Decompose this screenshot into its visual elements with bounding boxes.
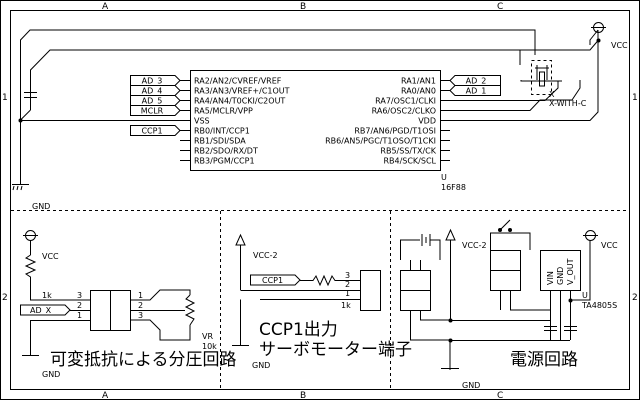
reg-part: TA4805S xyxy=(581,301,617,310)
mcu-ref: U xyxy=(441,173,447,182)
svg-text:1: 1 xyxy=(138,291,143,300)
vr-ref: VR xyxy=(202,332,213,341)
vcc2-icon xyxy=(235,233,246,246)
crystal-part: X-WITH-C xyxy=(549,99,587,108)
port-mclr xyxy=(130,105,181,116)
mcu-left-pin-label: RA5/MCLR/VPP xyxy=(194,107,253,116)
vcc-label: VCC xyxy=(611,41,628,50)
column-label-a: A xyxy=(102,2,109,12)
port-label: AD_2 xyxy=(466,77,487,86)
mcu-left-pin-label: RB3/PGM/CCP1 xyxy=(194,157,255,166)
servo-vcc2-label: VCC-2 xyxy=(253,251,278,260)
svg-text:1k: 1k xyxy=(341,301,351,310)
port-ad-x xyxy=(20,304,71,316)
mcu-wiring: GND VCC xyxy=(12,22,628,211)
mcu-body xyxy=(190,70,441,171)
port-label: CCP1 xyxy=(141,127,162,136)
mcu-right-ports: AD_2AD_1 xyxy=(449,75,501,96)
svg-text:GND: GND xyxy=(556,267,565,285)
reg-ref: U xyxy=(582,291,588,300)
port-ccp1 xyxy=(130,125,181,136)
mcu-part: 16F88 xyxy=(441,183,466,192)
gnd-label: GND xyxy=(32,202,50,211)
mcu-right-pin-label: RA0/AN0 xyxy=(401,87,436,96)
mcu-right-pin-label: RA7/OSC1/CLKI xyxy=(375,97,436,106)
resistor-icon xyxy=(300,274,360,287)
servo-title-1: CCP1出力 xyxy=(259,320,338,340)
servo-port-label: CCP1 xyxy=(262,276,283,285)
servo-circuit: VCC-2 CCP1 3 2 1 1k GND CCP1出力 サーボモーター端子 xyxy=(232,233,412,370)
port-label: AD_4 xyxy=(142,87,163,96)
divider-gnd-label: GND xyxy=(42,370,60,379)
port-ad-2 xyxy=(449,75,501,86)
vr-value: 10k xyxy=(202,342,217,351)
column-label-c-bottom: C xyxy=(497,391,503,400)
svg-text:2: 2 xyxy=(345,280,350,289)
mcu-right-pin-label: RA1/AN1 xyxy=(401,77,436,86)
port-label: MCLR xyxy=(141,107,164,116)
psu-vcc-label: VCC xyxy=(601,241,618,250)
psu-title: 電源回路 xyxy=(510,350,578,370)
svg-text:2: 2 xyxy=(77,301,82,310)
mcu-right-pin-label: RB4/SCK/SCL xyxy=(383,157,436,166)
row-label-2-right: 2 xyxy=(632,293,638,303)
row-label-1-right: 1 xyxy=(632,93,638,103)
crystal-x-with-c: X X-WITH-C xyxy=(520,60,587,108)
mcu-right-pin-label: RA6/OSC2/CLKO xyxy=(372,107,436,116)
inner-frame xyxy=(10,10,630,390)
mcu-left-pin-label: RA4/AN4/T0CKI/C2OUT xyxy=(194,97,285,106)
port-ccp1-servo xyxy=(250,274,301,286)
mcu-left-pin-label: RB1/SDI/SDA xyxy=(194,137,246,146)
mcu-left-pin-label: RB2/SDO/RX/DT xyxy=(194,147,258,156)
column-label-b: B xyxy=(300,2,306,12)
mcu-right-pin-label: RB7/AN6/PGD/T1OSI xyxy=(354,127,436,136)
svg-text:3: 3 xyxy=(138,311,143,320)
psu-gnd-label: GND xyxy=(462,381,480,390)
port-label: AD_5 xyxy=(142,97,163,106)
mcu-left-pin-label: RA3/AN3/VREF+/C1OUT xyxy=(194,87,290,96)
svg-text:1: 1 xyxy=(345,289,350,298)
divider-circuit: VCC 1k AD_X GND 3 2 1 1 2 3 VR 10k 可変抵抗に… xyxy=(20,230,237,379)
mcu-right-pin-label: VDD xyxy=(418,117,436,126)
divider-vcc-label: VCC xyxy=(42,252,59,261)
divider-r-value: 1k xyxy=(42,291,52,300)
port-ad-4 xyxy=(130,85,181,96)
potentiometer-icon xyxy=(184,294,196,326)
row-label-1: 1 xyxy=(2,93,8,103)
mcu-right-pin-label: RB5/SS/TX/CK xyxy=(380,147,436,156)
column-label-a-bottom: A xyxy=(102,391,109,400)
svg-text:3: 3 xyxy=(77,291,82,300)
divider-port-label: AD_X xyxy=(30,306,52,315)
power-supply-circuit: GND VCC-2 VCC U TA4805S VIN GND V_OUT 電源… xyxy=(400,219,618,390)
svg-text:VIN: VIN xyxy=(546,271,555,285)
port-ad-3 xyxy=(130,75,181,86)
svg-text:2: 2 xyxy=(138,301,143,310)
divider-title: 可変抵抗による分圧回路 xyxy=(50,350,237,370)
mcu-left-pin-label: RB0/INT/CCP1 xyxy=(194,127,250,136)
svg-text:1: 1 xyxy=(77,311,82,320)
svg-text:3: 3 xyxy=(345,271,350,280)
row-label-2: 2 xyxy=(2,293,8,303)
mcu-left-pin-label: VSS xyxy=(194,117,210,126)
port-label: AD_3 xyxy=(142,77,163,86)
psu-vcc2-label: VCC-2 xyxy=(462,241,487,250)
port-ad-1 xyxy=(449,85,501,96)
port-ad-5 xyxy=(130,95,181,106)
servo-gnd-label: GND xyxy=(252,361,270,370)
crystal-ref: X xyxy=(549,90,555,99)
resistor-icon xyxy=(24,254,90,301)
mcu-left-pin-label: RA2/AN2/CVREF/VREF xyxy=(194,77,282,86)
vcc2-icon xyxy=(445,228,456,241)
column-label-c: C xyxy=(497,2,503,12)
mcu-16f88: RA2/AN2/CVREF/VREFRA3/AN3/VREF+/C1OUTRA4… xyxy=(180,70,466,192)
servo-title-2: サーボモーター端子 xyxy=(259,340,412,360)
port-label: AD_1 xyxy=(466,87,487,96)
svg-text:V_OUT: V_OUT xyxy=(566,258,575,285)
column-label-b-bottom: B xyxy=(300,391,306,400)
mcu-right-pin-label: RB6/AN5/PGC/T1OSO/T1CKI xyxy=(325,137,436,146)
